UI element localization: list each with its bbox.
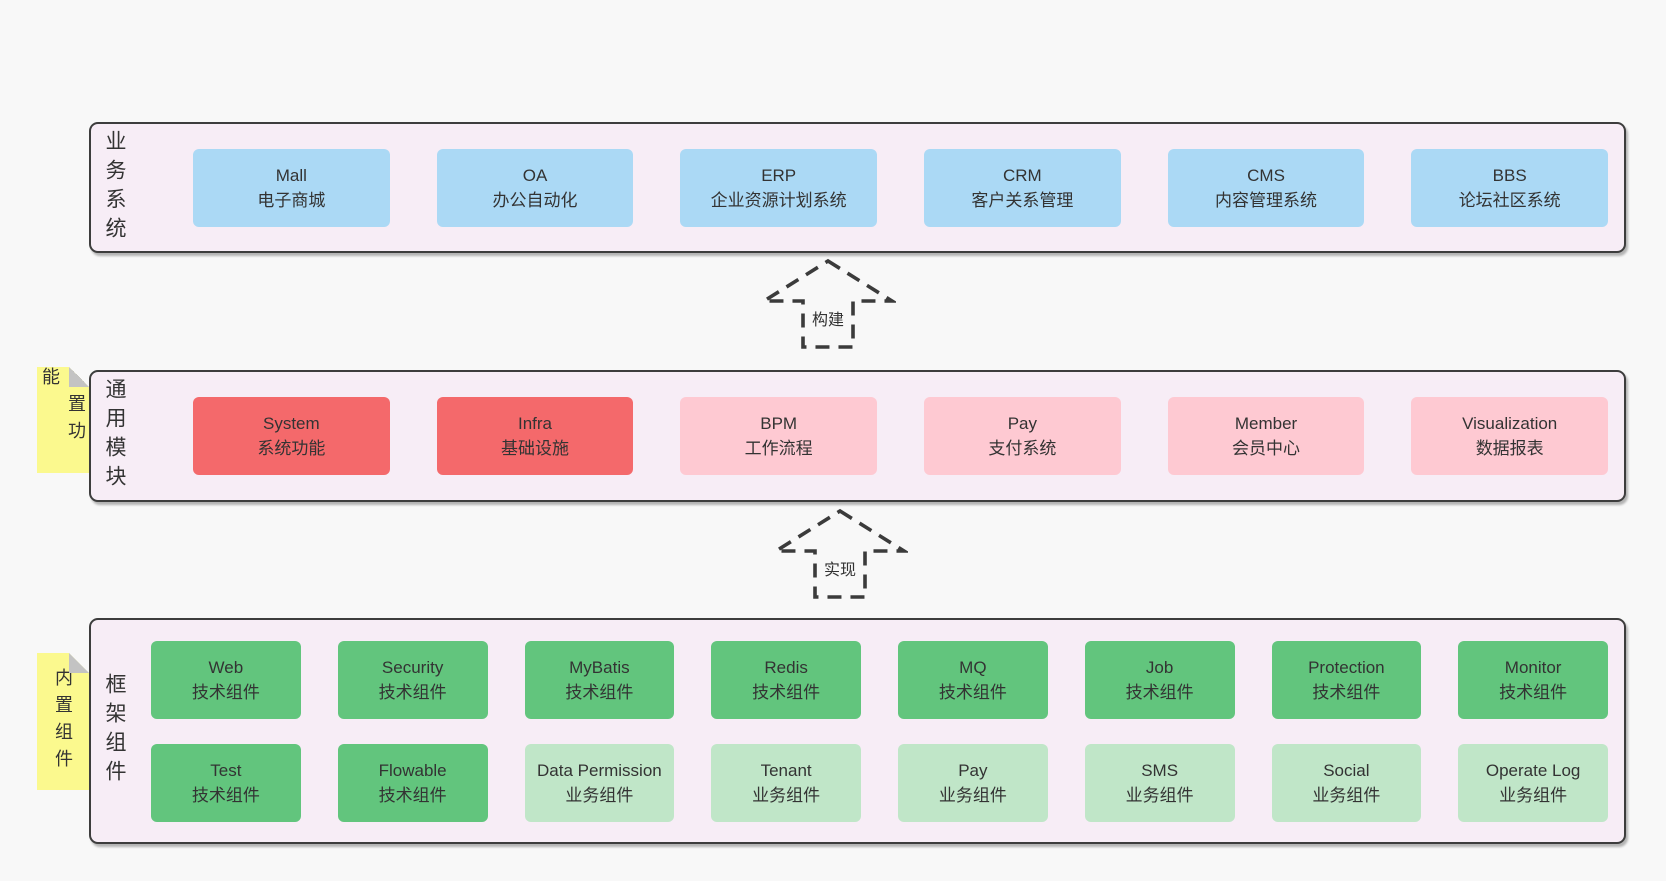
implement-arrow-label: 实现 — [820, 556, 860, 580]
up-arrow-icon — [772, 508, 908, 599]
box-mall: Mall 电子商城 — [193, 148, 390, 227]
box-redis: Redis 技术组件 — [711, 640, 861, 719]
box-bpm: BPM 工作流程 — [680, 397, 878, 475]
builtin-functions-note: 内置功能 — [37, 367, 89, 473]
business-systems-label: 业务系统 — [103, 129, 126, 246]
implement-arrow: 实现 — [772, 506, 908, 602]
box-web: Web 技术组件 — [151, 640, 301, 719]
box-monitor: Monitor 技术组件 — [1458, 640, 1608, 719]
build-arrow: 构建 — [760, 256, 896, 352]
box-flowable: Flowable 技术组件 — [337, 743, 488, 822]
box-member: Member 会员中心 — [1167, 397, 1365, 475]
box-system: System 系统功能 — [193, 397, 390, 475]
build-arrow-label: 构建 — [808, 306, 848, 330]
business-systems-boxes: Mall 电子商城 OA 办公自动化 ERP 企业资源计划系统 CRM 客户关系… — [137, 124, 1624, 251]
up-arrow-icon — [760, 258, 896, 349]
box-protection: Protection 技术组件 — [1271, 640, 1422, 719]
framework-components-panel: 框架组件 Web 技术组件 Security 技术组件 MyBatis 技术组件… — [89, 618, 1626, 844]
box-visualization: Visualization 数据报表 — [1411, 397, 1609, 475]
box-mybatis: MyBatis 技术组件 — [524, 640, 675, 719]
box-pay-module: Pay 支付系统 — [924, 397, 1121, 475]
box-cms: CMS 内容管理系统 — [1167, 148, 1365, 227]
box-tenant: Tenant 业务组件 — [711, 743, 861, 822]
common-modules-label: 通用模块 — [103, 378, 126, 494]
framework-row-1: Web 技术组件 Security 技术组件 MyBatis 技术组件 Redi… — [151, 640, 1608, 719]
box-sms: SMS 业务组件 — [1084, 743, 1235, 822]
box-infra: Infra 基础设施 — [436, 397, 634, 475]
framework-row-2: Test 技术组件 Flowable 技术组件 Data Permission … — [151, 743, 1608, 822]
business-systems-panel: 业务系统 Mall 电子商城 OA 办公自动化 ERP 企业资源计划系统 CRM… — [89, 122, 1626, 253]
box-pay-component: Pay 业务组件 — [898, 743, 1048, 822]
framework-components-rows: Web 技术组件 Security 技术组件 MyBatis 技术组件 Redi… — [137, 620, 1624, 842]
box-crm: CRM 客户关系管理 — [924, 148, 1121, 227]
framework-components-label: 框架组件 — [103, 673, 126, 789]
box-bbs: BBS 论坛社区系统 — [1411, 148, 1609, 227]
box-operate-log: Operate Log 业务组件 — [1458, 743, 1608, 822]
box-job: Job 技术组件 — [1084, 640, 1235, 719]
box-mq: MQ 技术组件 — [898, 640, 1048, 719]
box-test: Test 技术组件 — [151, 743, 301, 822]
builtin-components-note: 内置组件 — [37, 653, 89, 790]
common-modules-panel: 通用模块 System 系统功能 Infra 基础设施 BPM 工作流程 Pay… — [89, 370, 1626, 502]
box-data-permission: Data Permission 业务组件 — [524, 743, 675, 822]
box-security: Security 技术组件 — [337, 640, 488, 719]
box-erp: ERP 企业资源计划系统 — [680, 148, 878, 227]
box-social: Social 业务组件 — [1271, 743, 1422, 822]
common-modules-boxes: System 系统功能 Infra 基础设施 BPM 工作流程 Pay 支付系统… — [137, 372, 1624, 500]
box-oa: OA 办公自动化 — [436, 148, 634, 227]
